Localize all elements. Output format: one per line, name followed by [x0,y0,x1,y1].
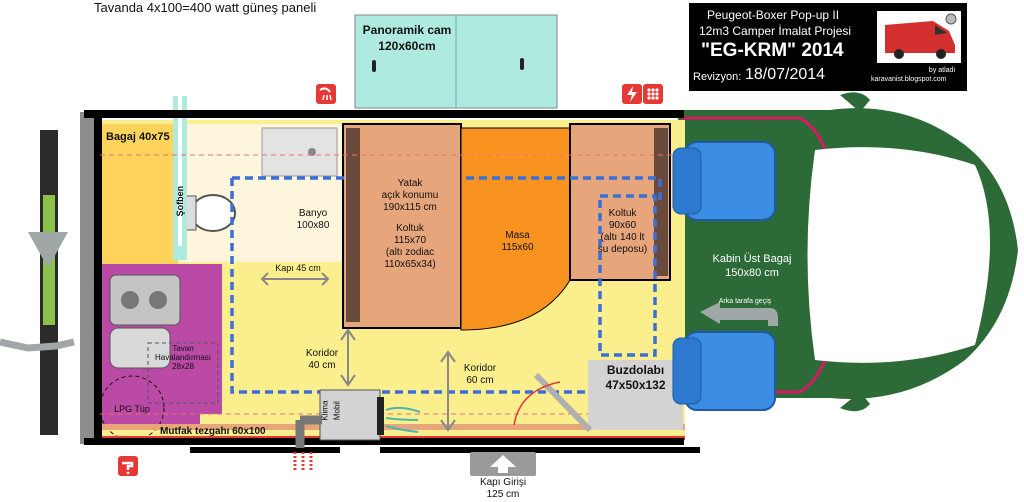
mobile-ac-unit [319,389,381,441]
seat-right-label-2: 90x60 [608,220,637,231]
ceiling-vent-label-3: 28x28 [172,362,194,371]
latch [520,58,524,70]
ac-hose [295,415,322,448]
arrow-up-icon [490,455,516,473]
corridor-left-label-2: 40 cm [308,360,336,371]
bed-label-1: Yatak [397,178,423,189]
rear-ladder [0,338,75,352]
seat-icon [672,141,776,221]
window-frame-bottom [190,447,340,453]
title-line-2: 12m3 Camper İmalat Projesi [699,24,852,38]
solar-panel-note: Tavanda 4x100=400 watt güneş paneli [94,0,317,15]
author-line-2: karavanist.blogspot.com [871,76,947,83]
panoramic-size: 120x60cm [378,39,436,53]
cabin-storage-label-1: Kabin Üst Bagaj [712,253,792,265]
seat-left-label-1: Koltuk [396,223,424,234]
fridge-size: 47x50x132 [605,378,666,392]
table-block [460,127,571,331]
grid-outlet-icon [643,84,663,104]
revision-label: Revizyon: [693,71,742,83]
title-line-1: Peugeot-Boxer Pop-up II [707,8,840,22]
fridge [588,360,683,430]
trunk-label: Bagaj 40x75 [106,131,170,143]
lpg-label: LPG Tüp [114,404,150,414]
windshield [807,147,990,363]
seat-left-label-2: 115x70 [393,235,427,246]
bottom-wall [84,438,684,445]
ac-grille [377,397,384,435]
ceiling-vent-label-2: Havalandırması [154,353,212,362]
door-swing [533,372,593,433]
water-tap-icon [118,456,138,476]
table-title: Masa [505,230,530,241]
fridge-title: Buzdolabı [606,363,665,377]
mirror-top [840,92,870,112]
bed-seat-block [342,123,462,329]
mobile-ac-label-1: Mobil [332,401,342,421]
burner [121,291,139,309]
door-arc [513,381,561,426]
corridor-mid-label-1: Koridor [463,363,497,374]
shower-icon [316,84,336,104]
window-frame-bottom [380,447,700,453]
panoramic-title: Panoramik cam [362,23,452,37]
ceiling-vent-label-1: Tavan [172,344,194,353]
top-wall [84,110,684,118]
kitchen-sink-icon [109,327,171,369]
bed-label-2: açık konumu [381,190,439,201]
rear-arrow-icon [28,232,68,268]
cabin-storage-label-2: 150x80 cm [725,267,779,279]
corridor-left-arrow [340,328,356,387]
inner-door-label: Kapı 45 cm [275,263,321,273]
toilet-icon [190,194,236,232]
seat-right-label-1: Koltuk [608,208,637,219]
sink-icon [261,127,338,177]
exhaust-lines [293,452,313,470]
stove-icon [109,274,181,326]
bed-label-3: 190x115 cm [383,202,437,213]
burner [149,291,167,309]
seat-icon [672,331,776,411]
kitchen-counter-label: Mutfak tezgahı 60x100 [160,426,266,437]
ac-airflow-icon [385,406,421,433]
author-line-1: by atladi [928,67,955,74]
seat-right-label-4: su deposu) [597,244,648,255]
van-photo [877,11,961,63]
trunk-area [100,124,178,264]
corridor-mid-arrow [440,350,456,432]
toilet-tank [185,195,197,231]
rear-access-arrow-icon [700,302,778,326]
kitchen-counter-side [200,264,222,414]
bathroom-size: 100x80 [296,220,330,231]
title-block: Peugeot-Boxer Pop-up II 12m3 Camper İmal… [689,3,967,91]
seat-back-right [654,128,668,276]
rear-access-label: Arka tarafa geçiş [718,298,772,305]
table-size: 115x60 [501,242,534,253]
electric-panel-icon [622,84,642,104]
seat-left-label-3: (altı zodiac [385,247,435,258]
entrance-size: 125 cm [486,489,520,500]
seat-back-left [346,128,360,322]
corridor-left-label-1: Koridor [305,348,339,359]
mirror-bottom [840,392,870,412]
shower-heater-label: Şofben [174,185,185,217]
service-route [230,176,682,394]
corridor-mid-label-2: 60 cm [466,375,494,386]
shower-pipe [178,96,182,246]
bathroom-title: Banyo [298,208,328,219]
revision-date: 18/07/2014 [745,66,826,83]
right-seat-block [569,123,671,281]
latch [372,60,376,72]
rear-inner-wall [94,110,102,445]
door-width-arrow [260,272,330,286]
seat-right-label-3: (altı 140 lt [600,232,645,243]
sink-drain [308,148,316,156]
entrance-title: Kapı Girişi [479,477,527,488]
seat-left-label-4: 110x65x34) [384,259,436,270]
mobile-ac-label-2: Klima [320,400,330,421]
ceiling-vent-outline [147,342,219,404]
project-name: "EG-KRM" 2014 [701,40,844,61]
